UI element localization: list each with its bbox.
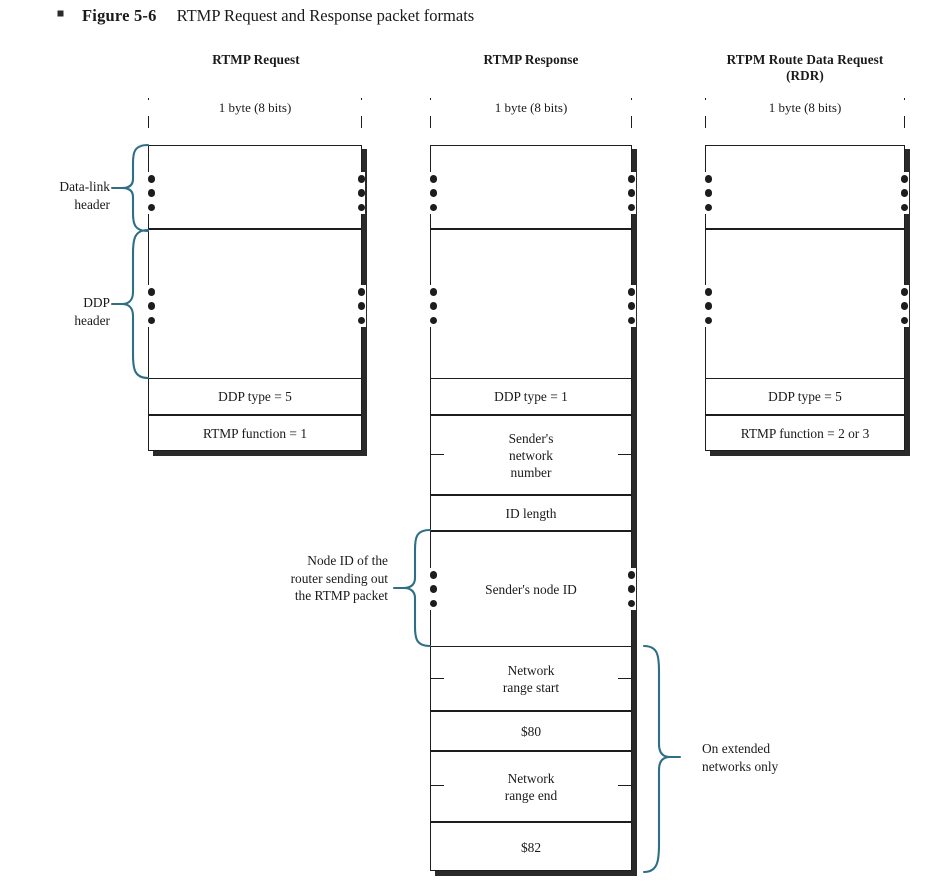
field-dash-left: [430, 454, 444, 456]
ellipsis-dots-left: [147, 175, 156, 211]
cell-id-length: ID length: [430, 494, 632, 530]
field-dash-left: [430, 785, 444, 787]
packet-box: [705, 145, 905, 451]
brace-node-id: [392, 528, 434, 648]
brace-data-link-header: [110, 143, 152, 233]
annotation-data-link-header: Data-link header: [59, 179, 110, 212]
cell-data-link-header: [705, 145, 905, 228]
figure-number: Figure 5-6: [82, 6, 157, 25]
figure-title: RTMP Request and Response packet formats: [176, 6, 475, 25]
cell-hex-80: $80: [430, 710, 632, 750]
figure-caption: Figure 5-6 RTMP Request and Response pac…: [56, 6, 474, 26]
column-header-rtmp-request: RTMP Request: [212, 52, 300, 67]
cell-network-range-start: Network range start: [430, 646, 632, 710]
cell-ddp-header: [705, 228, 905, 378]
ellipsis-dots-right: [627, 571, 636, 607]
ellipsis-dots-right: [357, 288, 366, 324]
ellipsis-dots-left: [147, 288, 156, 324]
ellipsis-dots-right: [627, 175, 636, 211]
ellipsis-dots-left: [704, 175, 713, 211]
packet-shadow-bottom: [435, 871, 637, 876]
field-dash-left: [430, 678, 444, 680]
packet-shadow-bottom: [710, 451, 910, 456]
brace-ddp-header: [110, 228, 152, 380]
cell-text: Sender's network number: [508, 430, 554, 480]
cell-ddp-header: [148, 228, 362, 378]
ellipsis-dots-right: [900, 175, 909, 211]
cell-data-link-header: [430, 145, 632, 228]
ellipsis-dots-right: [627, 288, 636, 324]
ruler-label-wrap: 1 byte (8 bits): [705, 100, 905, 116]
annotation-extended-networks: On extended networks only: [702, 741, 779, 774]
cell-ddp-type: DDP type = 5: [705, 378, 905, 414]
ruler-label-wrap: 1 byte (8 bits): [430, 100, 632, 116]
cell-data-link-header: [148, 145, 362, 228]
field-dash-right: [618, 785, 632, 787]
ellipsis-dots-left: [704, 288, 713, 324]
cell-senders-network-number: Sender's network number: [430, 414, 632, 494]
field-dash-right: [618, 678, 632, 680]
cell-rtmp-function: RTMP function = 1: [148, 414, 362, 451]
cell-rtmp-function: RTMP function = 2 or 3: [705, 414, 905, 451]
cell-network-range-end: Network range end: [430, 750, 632, 821]
cell-ddp-type: DDP type = 1: [430, 378, 632, 414]
packet-shadow-bottom: [153, 451, 367, 456]
cell-ddp-type: DDP type = 5: [148, 378, 362, 414]
annotation-ddp-header: DDP header: [74, 295, 110, 328]
field-dash-right: [618, 454, 632, 456]
cell-text: Network range end: [504, 770, 558, 803]
ruler-rtmp-request: 1 byte (8 bits): [148, 98, 362, 128]
cell-senders-node-id: Sender's node ID: [430, 530, 632, 646]
cell-ddp-header: [430, 228, 632, 378]
ruler-label-wrap: 1 byte (8 bits): [148, 100, 362, 116]
ruler-rtpm-rdr: 1 byte (8 bits): [705, 98, 905, 128]
cell-text: Network range start: [502, 662, 560, 695]
ellipsis-dots-left: [429, 175, 438, 211]
packet-shadow-right: [632, 149, 637, 876]
cell-hex-82: $82: [430, 821, 632, 871]
ellipsis-dots-left: [429, 571, 438, 607]
column-header-rtmp-response: RTMP Response: [483, 52, 579, 67]
ellipsis-dots-right: [357, 175, 366, 211]
brace-extended-networks: [640, 644, 682, 874]
square-bullet-icon: [56, 9, 65, 18]
column-header-rtpm-rdr: RTPM Route Data Request (RDR): [726, 52, 884, 83]
ruler-rtmp-response: 1 byte (8 bits): [430, 98, 632, 128]
packet-box: [148, 145, 362, 451]
annotation-node-id: Node ID of the router sending out the RT…: [290, 553, 388, 603]
ellipsis-dots-left: [429, 288, 438, 324]
ellipsis-dots-right: [900, 288, 909, 324]
